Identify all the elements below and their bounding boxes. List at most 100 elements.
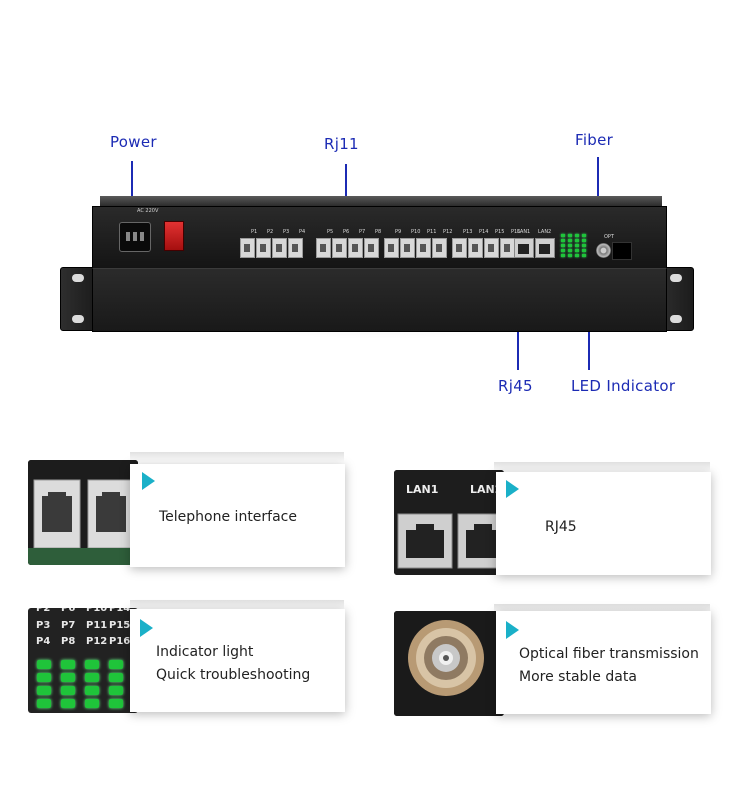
indicator-led bbox=[37, 660, 51, 669]
rj11-port bbox=[272, 238, 287, 258]
rj11-port bbox=[332, 238, 347, 258]
rj11-port bbox=[288, 238, 303, 258]
card-text-line: Indicator light bbox=[156, 644, 254, 660]
rj11-port-label: P16 bbox=[511, 229, 521, 235]
lan1-port bbox=[514, 238, 534, 258]
indicator-led bbox=[61, 699, 75, 708]
card-telephone-interface: Telephone interface bbox=[130, 464, 345, 567]
rj11-port bbox=[432, 238, 447, 258]
callout-fiber: Fiber bbox=[575, 131, 614, 149]
led-light bbox=[568, 249, 572, 252]
led-light bbox=[575, 244, 579, 247]
callout-rj45: Rj45 bbox=[498, 377, 533, 395]
led-light bbox=[561, 234, 565, 237]
rj11-port-label: P14 bbox=[479, 229, 489, 235]
indicator-port-label: P11 bbox=[86, 620, 108, 631]
card-indicator-light: Indicator light Quick troubleshooting bbox=[130, 609, 345, 712]
led-light bbox=[575, 239, 579, 242]
leader-power bbox=[131, 161, 133, 223]
card-text-line: Optical fiber transmission bbox=[519, 646, 699, 662]
indicator-port-label: P15 bbox=[109, 620, 131, 631]
device-top-edge bbox=[100, 196, 662, 206]
card-text-line: RJ45 bbox=[545, 519, 577, 535]
indicator-led bbox=[37, 686, 51, 695]
ac-voltage-label: AC 220V bbox=[137, 208, 159, 214]
photo-lan1-label: LAN1 bbox=[406, 483, 439, 496]
indicator-led bbox=[109, 660, 123, 669]
power-socket bbox=[119, 222, 151, 252]
led-light bbox=[561, 249, 565, 252]
rj11-port-label: P12 bbox=[443, 229, 453, 235]
rj11-port-label: P1 bbox=[251, 229, 258, 235]
rj11-port bbox=[384, 238, 399, 258]
rj11-port-label: P3 bbox=[283, 229, 290, 235]
rj11-port-label: P8 bbox=[375, 229, 382, 235]
led-light bbox=[582, 254, 586, 257]
indicator-led bbox=[37, 673, 51, 682]
rj11-port-label: P2 bbox=[267, 229, 274, 235]
card-text-line: More stable data bbox=[519, 669, 637, 685]
rj11-port-label: P6 bbox=[343, 229, 350, 235]
indicator-port-label: P10 bbox=[86, 608, 108, 614]
socket-pin bbox=[126, 232, 130, 241]
led-light bbox=[561, 244, 565, 247]
indicator-port-label: P12 bbox=[86, 636, 108, 647]
indicator-led bbox=[109, 699, 123, 708]
rj11-port bbox=[500, 238, 515, 258]
rj45-photo: LAN1 LAN2 bbox=[394, 470, 504, 575]
device-lower-chassis bbox=[92, 268, 667, 332]
indicator-led bbox=[61, 686, 75, 695]
card-shadow bbox=[494, 462, 710, 472]
led-light bbox=[575, 254, 579, 257]
rj11-port-label: P11 bbox=[427, 229, 437, 235]
rj11-port-label: P13 bbox=[463, 229, 473, 235]
ear-hole bbox=[670, 274, 682, 282]
card-shadow bbox=[130, 452, 344, 462]
led-light bbox=[568, 244, 572, 247]
led-light bbox=[582, 249, 586, 252]
led-light bbox=[568, 234, 572, 237]
opt-window bbox=[612, 242, 632, 260]
fiber-connector-icon bbox=[394, 611, 504, 716]
rj11-port-label: P4 bbox=[299, 229, 306, 235]
rj11-port-label: P10 bbox=[411, 229, 421, 235]
led-light bbox=[575, 249, 579, 252]
socket-pin bbox=[140, 232, 144, 241]
socket-pin bbox=[133, 232, 137, 241]
ear-hole bbox=[670, 315, 682, 323]
indicator-led bbox=[109, 686, 123, 695]
indicator-port-label: P7 bbox=[61, 620, 76, 631]
card-optical-fiber: Optical fiber transmission More stable d… bbox=[496, 611, 711, 714]
opt-label: OPT bbox=[604, 234, 615, 240]
led-light bbox=[582, 244, 586, 247]
card-shadow bbox=[130, 600, 344, 610]
led-light bbox=[568, 254, 572, 257]
rj11-port-label: P7 bbox=[359, 229, 366, 235]
indicator-port-label: P8 bbox=[61, 636, 76, 647]
rj11-port bbox=[240, 238, 255, 258]
indicator-port-label: P6 bbox=[61, 608, 76, 614]
rj11-port bbox=[364, 238, 379, 258]
indicator-led bbox=[61, 660, 75, 669]
telephone-photo bbox=[28, 460, 138, 565]
rj11-port bbox=[400, 238, 415, 258]
card-rj45: RJ45 bbox=[496, 472, 711, 575]
indicator-port-label: P14 bbox=[109, 608, 131, 614]
card-text-line: Quick troubleshooting bbox=[156, 667, 311, 683]
callout-led-indicator: LED Indicator bbox=[571, 377, 676, 395]
led-light bbox=[582, 234, 586, 237]
rack-ear-left bbox=[60, 267, 96, 331]
accent-triangle-icon bbox=[506, 621, 519, 639]
led-light bbox=[575, 234, 579, 237]
rj11-port bbox=[484, 238, 499, 258]
power-switch bbox=[164, 221, 184, 251]
photo-lan2-label: LAN2 bbox=[470, 483, 503, 496]
callout-power: Power bbox=[110, 133, 157, 151]
rj11-port bbox=[468, 238, 483, 258]
fiber-port bbox=[596, 243, 611, 258]
rj11-port bbox=[316, 238, 331, 258]
fiber-photo bbox=[394, 611, 504, 716]
lan1-label: LAN1 bbox=[517, 229, 531, 235]
indicator-port-label: P16 bbox=[109, 636, 131, 647]
